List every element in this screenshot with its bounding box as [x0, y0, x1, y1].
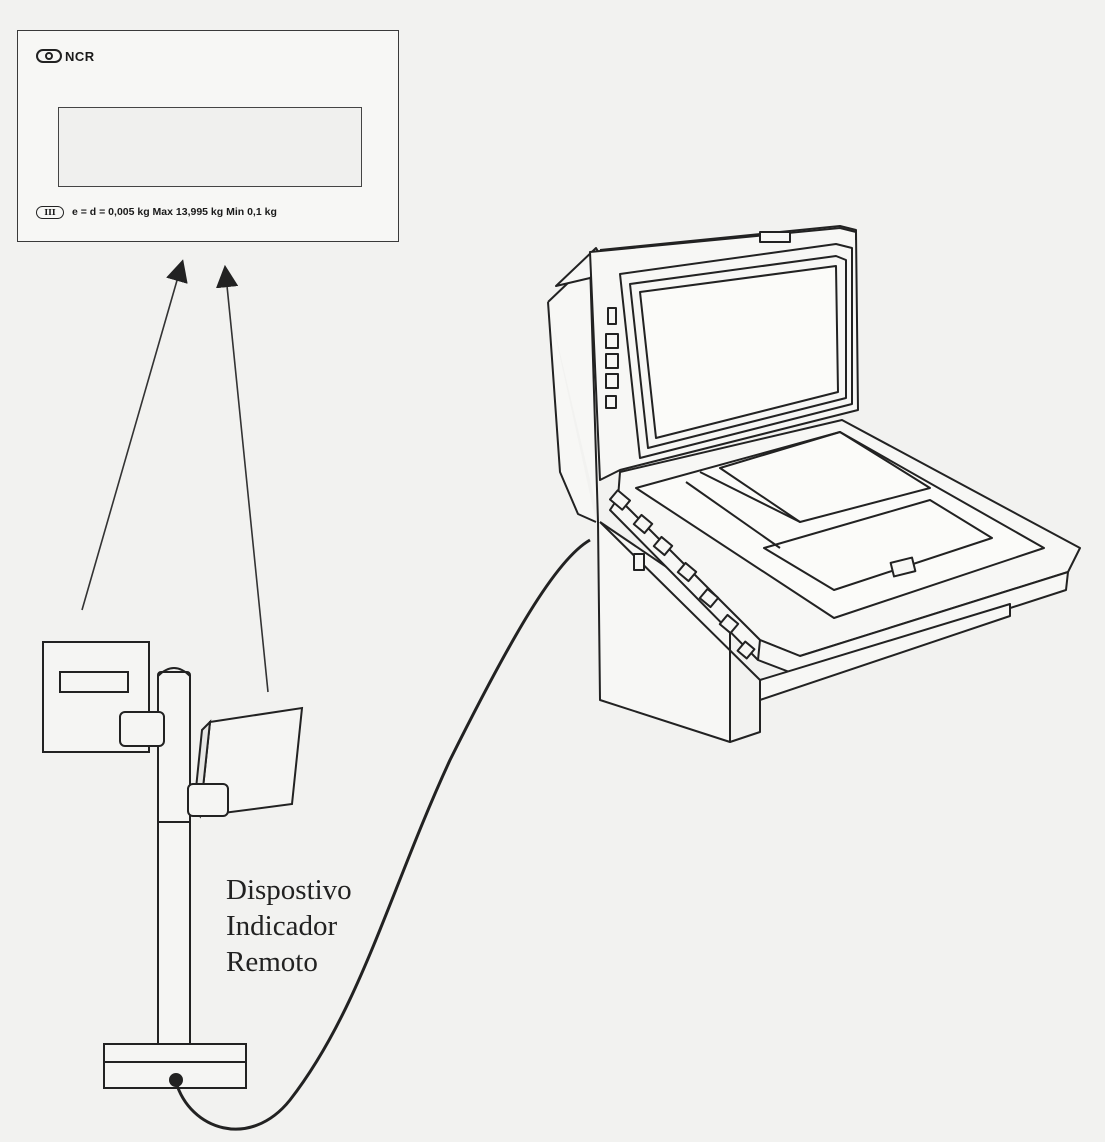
remote-indicator-pole	[42, 641, 304, 1089]
spec-row: III e = d = 0,005 kg Max 13,995 kg Min 0…	[36, 203, 277, 221]
lcd-screen	[58, 107, 362, 187]
device-label-line-2: Indicador	[226, 910, 338, 942]
pointer-arrow-left	[81, 259, 188, 611]
pointer-arrow-right	[215, 264, 269, 693]
bioptic-scanner-scale	[547, 225, 1081, 743]
device-label: Dispostivo Indicador Remoto	[226, 872, 352, 980]
ncr-logo: NCR	[36, 47, 95, 65]
accuracy-class-badge: III	[36, 205, 64, 219]
device-label-line-3: Remoto	[226, 946, 318, 978]
ncr-brand-text: NCR	[65, 48, 95, 64]
connecting-cable	[174, 538, 591, 1131]
spec-line: e = d = 0,005 kg Max 13,995 kg Min 0,1 k…	[72, 206, 277, 218]
ncr-logo-icon	[36, 49, 62, 63]
device-label-line-1: Dispostivo	[226, 874, 352, 906]
ncr-display-panel: NCR III e = d = 0,005 kg Max 13,995 kg M…	[17, 30, 399, 242]
